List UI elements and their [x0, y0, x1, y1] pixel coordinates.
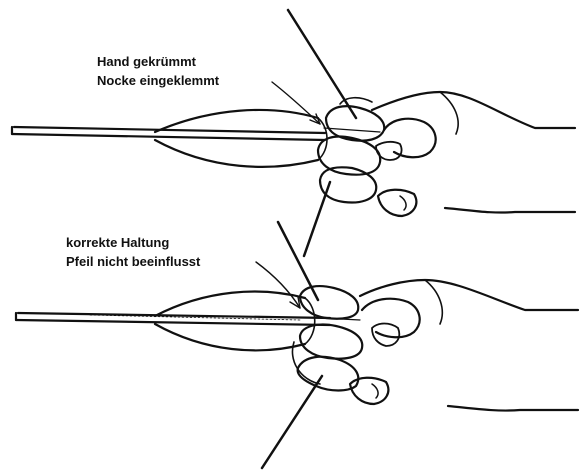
bottom-arrow-fletching — [155, 292, 315, 351]
top-caption: Hand gekrümmt Nocke eingeklemmt — [97, 52, 219, 90]
bottom-caption-line2: Pfeil nicht beeinflusst — [66, 252, 200, 271]
bottom-caption-line1: korrekte Haltung — [66, 233, 200, 252]
bottom-caption: korrekte Haltung Pfeil nicht beeinflusst — [66, 233, 200, 271]
top-bowstring — [288, 10, 356, 118]
top-caption-line2: Nocke eingeklemmt — [97, 71, 219, 90]
bottom-hand — [292, 280, 578, 411]
top-arrow-shaft — [12, 127, 325, 140]
top-bowstring-lower — [304, 182, 330, 256]
top-figure — [12, 10, 575, 256]
top-hand — [318, 92, 575, 216]
bottom-pointer-arrowhead — [290, 297, 300, 308]
bottom-arrow-shaft — [16, 313, 330, 325]
bottom-pointer-line — [256, 262, 300, 308]
top-pointer-line — [272, 82, 320, 124]
bottom-bowstring-lower — [262, 376, 322, 468]
top-caption-line1: Hand gekrümmt — [97, 52, 219, 71]
